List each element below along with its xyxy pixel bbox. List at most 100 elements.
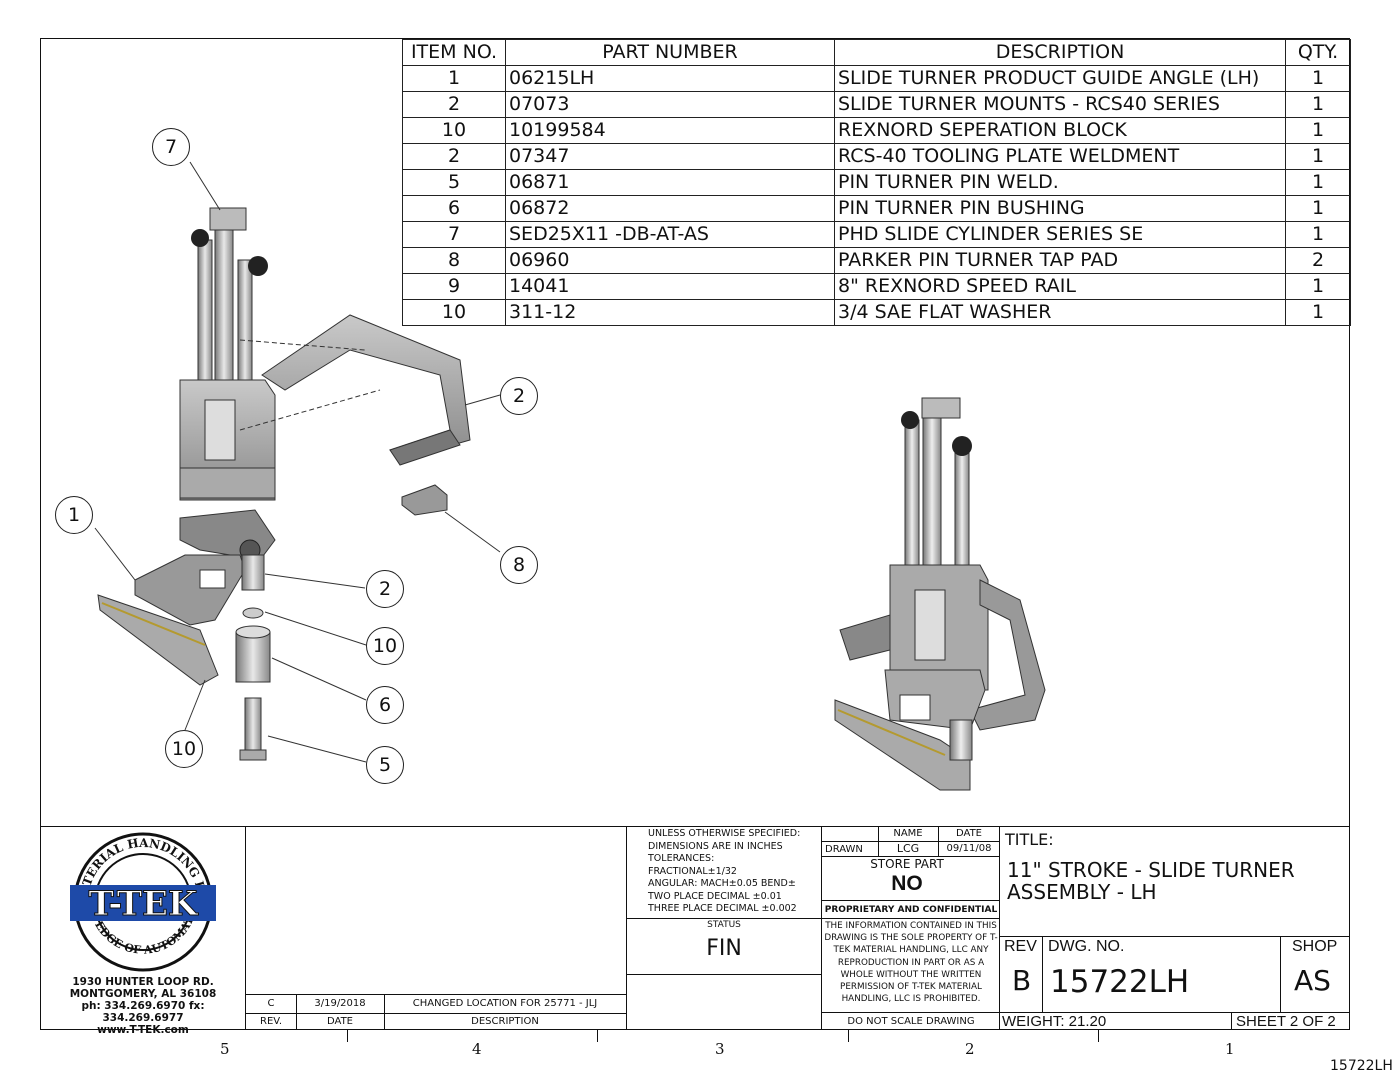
assembled-view-drawing — [834, 397, 1046, 791]
bom-description: SLIDE TURNER PRODUCT GUIDE ANGLE (LH) — [834, 65, 1286, 92]
dwg-top-line — [1000, 936, 1350, 937]
zone-label-4: 4 — [472, 1040, 482, 1058]
tolerance-line-3: TOLERANCES: — [648, 853, 715, 864]
bom-item-no: 10 — [402, 299, 506, 326]
bom-qty: 1 — [1285, 91, 1351, 118]
zone-label-3: 3 — [715, 1040, 725, 1058]
balloon-7: 7 — [152, 128, 190, 166]
bom-description: 3/4 SAE FLAT WASHER — [834, 299, 1286, 326]
bom-part-number: 06215LH — [505, 65, 835, 92]
drawing-title-line-2: ASSEMBLY - LH — [1007, 880, 1157, 904]
company-address-2: MONTGOMERY, AL 36108 — [69, 988, 217, 1000]
balloon-1: 1 — [55, 496, 93, 534]
zone-tick-4 — [1098, 1030, 1099, 1042]
balloon-2: 2 — [366, 570, 404, 608]
bom-part-number: 06872 — [505, 195, 835, 222]
bom-qty: 2 — [1285, 247, 1351, 274]
shop-label: SHOP — [1292, 938, 1338, 955]
company-website: www.T-TEK.com — [97, 1024, 189, 1036]
tolerance-line-1: UNLESS OTHERWISE SPECIFIED: — [648, 828, 801, 839]
title-label: TITLE: — [1005, 830, 1054, 849]
drawn-row-label: DRAWN — [825, 844, 863, 855]
balloon-6: 6 — [366, 686, 404, 724]
zone-label-5: 5 — [220, 1040, 230, 1058]
rev-col-line-2 — [384, 994, 385, 1030]
drawn-col-line-1 — [878, 826, 879, 856]
company-block: MATERIAL HANDLING LLC THE EDGE OF AUTOMA… — [40, 826, 246, 1036]
tolerance-line-7: THREE PLACE DECIMAL ±0.002 — [648, 903, 797, 914]
drawn-block — [822, 826, 1000, 1030]
tolerance-line-2: DIMENSIONS ARE IN INCHES — [648, 840, 783, 852]
rev-col-line-1 — [296, 994, 297, 1030]
bom-item-no: 10 — [402, 117, 506, 144]
bom-item-no: 8 — [402, 247, 506, 274]
dwg-col-line-2 — [1280, 936, 1281, 1012]
zone-tick-1 — [347, 1030, 348, 1042]
bom-qty: 1 — [1285, 143, 1351, 170]
store-part-value: NO — [891, 872, 923, 895]
bom-qty: 1 — [1285, 273, 1351, 300]
status-divider — [626, 918, 822, 919]
bom-description: PHD SLIDE CYLINDER SERIES SE — [834, 221, 1286, 248]
status-bottom-line — [626, 974, 822, 975]
bom-part-number: 06960 — [505, 247, 835, 274]
bom-header-row: ITEM NO. PART NUMBER DESCRIPTION QTY. — [402, 39, 1351, 66]
zone-label-1: 1 — [1225, 1040, 1235, 1058]
rev-label: REV — [1004, 938, 1037, 955]
tolerance-line-4: FRACTIONAL±1/32 — [648, 865, 737, 877]
proprietary-title: PROPRIETARY AND CONFIDENTIAL — [824, 905, 998, 915]
bom-description: RCS-40 TOOLING PLATE WELDMENT — [834, 143, 1286, 170]
exploded-view-drawing — [94, 161, 501, 763]
bom-item-no: 5 — [402, 169, 506, 196]
sheet-value: SHEET 2 OF 2 — [1236, 1013, 1336, 1030]
drawn-date: 09/11/08 — [946, 843, 992, 854]
bom-qty: 1 — [1285, 169, 1351, 196]
revision-header-line — [246, 1013, 626, 1014]
title-block-divider — [40, 826, 1350, 827]
bom-header-desc: DESCRIPTION — [834, 39, 1286, 66]
company-phone: ph: 334.269.6970 fx: 334.269.6977 — [81, 1000, 205, 1024]
bom-part-number: 14041 — [505, 273, 835, 300]
bom-description: PARKER PIN TURNER TAP PAD — [834, 247, 1286, 274]
bom-qty: 1 — [1285, 117, 1351, 144]
bom-header-item: ITEM NO. — [402, 39, 506, 66]
bom-header-qty: QTY. — [1285, 39, 1351, 66]
balloon-8: 8 — [500, 546, 538, 584]
drawn-bottom-line — [822, 856, 1000, 857]
bom-item-no: 2 — [402, 91, 506, 118]
revision-header-description: DESCRIPTION — [471, 1016, 539, 1027]
shop-value: AS — [1294, 964, 1331, 997]
zone-tick-2 — [597, 1030, 598, 1042]
bom-qty: 1 — [1285, 221, 1351, 248]
revision-description: CHANGED LOCATION FOR 25771 - JLJ — [412, 998, 598, 1009]
proprietary-line — [822, 918, 1000, 919]
dwg-col-line-1 — [1042, 936, 1043, 1012]
t-tek-logo: MATERIAL HANDLING LLC THE EDGE OF AUTOMA… — [68, 830, 216, 972]
weight-line — [1000, 1012, 1350, 1013]
dwg-no-label: DWG. NO. — [1048, 938, 1125, 955]
bom-part-number: 06871 — [505, 169, 835, 196]
bom-qty: 1 — [1285, 65, 1351, 92]
company-address-1: 1930 HUNTER LOOP RD. — [72, 976, 214, 988]
zone-tick-3 — [848, 1030, 849, 1042]
balloon-5: 5 — [366, 746, 404, 784]
revision-rev: C — [267, 998, 275, 1009]
corner-drawing-id: 15722LH — [1330, 1058, 1393, 1074]
bom-qty: 1 — [1285, 299, 1351, 326]
drawn-col-line-2 — [938, 826, 939, 856]
revision-date: 3/19/2018 — [314, 998, 366, 1009]
logo-main-text: T-TEK — [89, 884, 199, 924]
balloon-2-bracket: 2 — [500, 377, 538, 415]
rev-value: B — [1012, 964, 1032, 997]
tolerance-notes: UNLESS OTHERWISE SPECIFIED: DIMENSIONS A… — [648, 828, 818, 916]
status-value: FIN — [706, 936, 742, 961]
bom-part-number: 10199584 — [505, 117, 835, 144]
